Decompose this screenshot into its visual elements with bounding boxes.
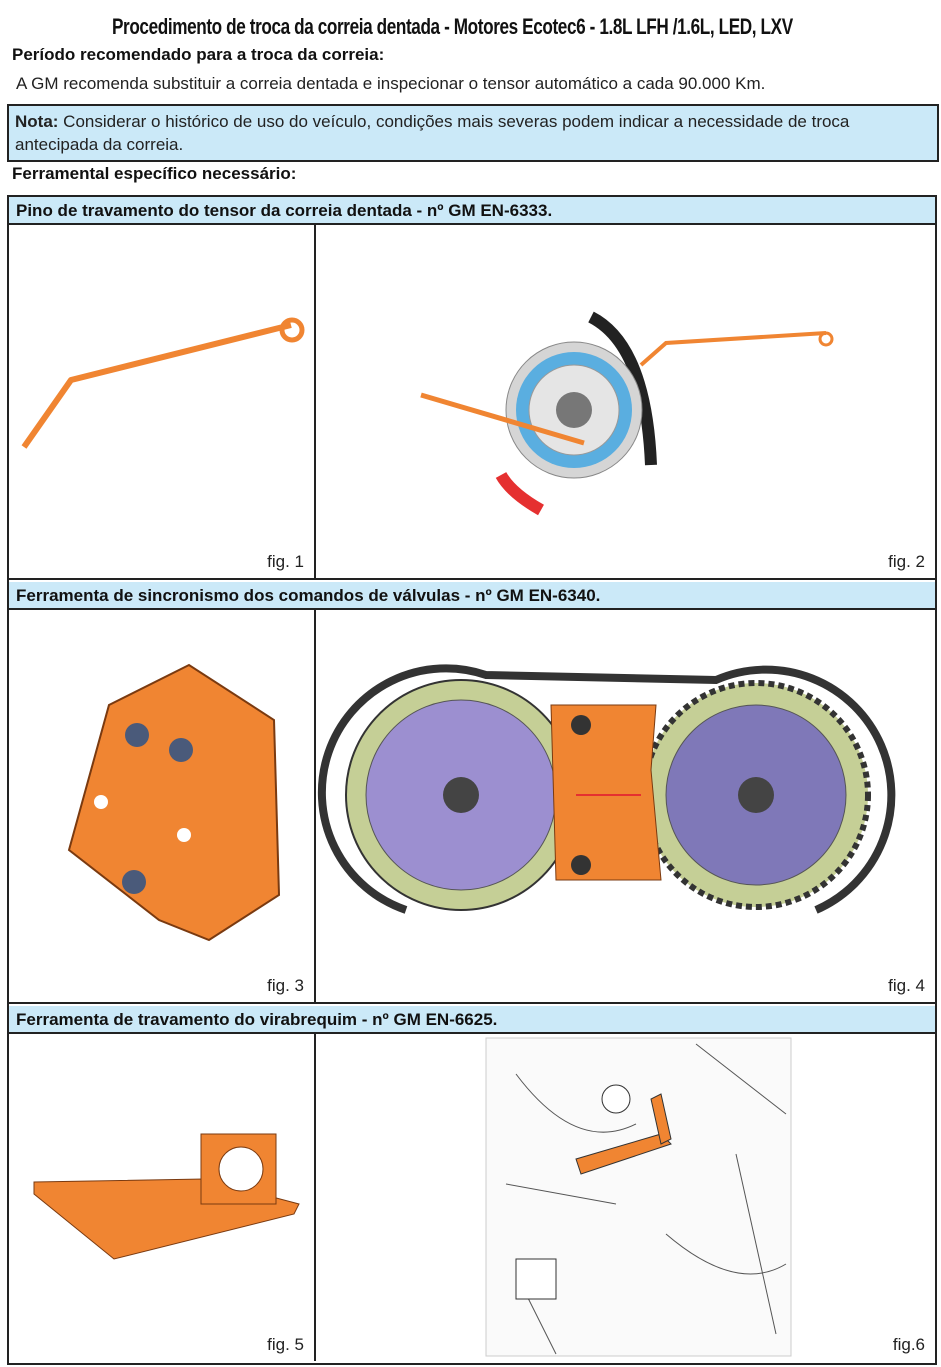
- fig-label-1: fig. 1: [267, 552, 304, 571]
- fig-label-4: fig. 4: [888, 976, 925, 995]
- section-header-crank-tool: Ferramenta de travamento do virabrequim …: [9, 1006, 935, 1034]
- tools-heading: Ferramental específico necessário:: [12, 164, 297, 183]
- period-heading: Período recomendado para a troca da corr…: [12, 45, 385, 64]
- tools-table: Pino de travamento do tensor da correia …: [7, 195, 937, 1365]
- figure-cell-4: fig. 4: [316, 610, 935, 1004]
- section-header-tensor-pin: Pino de travamento do tensor da correia …: [9, 197, 935, 225]
- note-label: Nota:: [15, 112, 59, 131]
- figure-cell-1: fig. 1: [9, 225, 316, 580]
- figure-cell-2: fig. 2: [316, 225, 935, 580]
- cam-sync-tool-illustration: [67, 663, 281, 942]
- figure-cell-3: fig. 3: [9, 610, 316, 1004]
- period-text: A GM recomenda substituir a correia dent…: [16, 74, 766, 93]
- page-title: Procedimento de troca da correia dentada…: [112, 14, 793, 39]
- fig-label-5: fig. 5: [267, 1335, 304, 1354]
- fig-label-6: fig.6: [892, 1335, 925, 1354]
- figure-cell-6: fig.6: [316, 1034, 935, 1361]
- tensor-pulley-illustration: [420, 311, 834, 516]
- crank-lock-tool-illustration: [33, 1133, 300, 1260]
- crank-lock-installed-illustration: [485, 1037, 792, 1357]
- note-text: Considerar o histórico de uso do veículo…: [15, 112, 850, 154]
- figure-cell-5: fig. 5: [9, 1034, 316, 1361]
- fig-label-3: fig. 3: [267, 976, 304, 995]
- fig-label-2: fig. 2: [888, 552, 925, 571]
- section-header-cam-tool: Ferramenta de sincronismo dos comandos d…: [9, 582, 935, 610]
- note-box: Nota: Considerar o histórico de uso do v…: [7, 104, 939, 162]
- camshaft-gears-illustration: [317, 664, 896, 914]
- tensor-pin-illustration: [21, 317, 305, 449]
